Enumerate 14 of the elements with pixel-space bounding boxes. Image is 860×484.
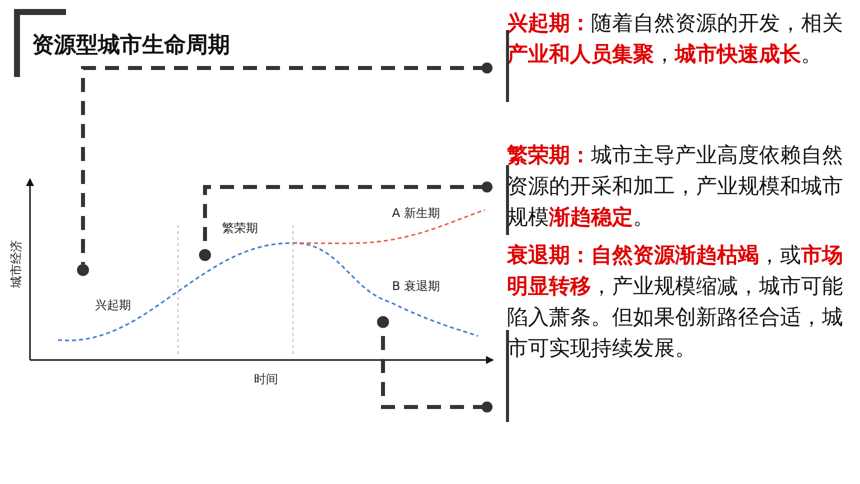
chart-label: 兴起期 <box>95 297 131 314</box>
axis-label: 城市经济 <box>8 240 24 288</box>
leader-dot <box>377 316 389 328</box>
chart-label: 繁荣期 <box>222 220 258 237</box>
chart-label: A 新生期 <box>392 205 440 222</box>
leader-dot <box>77 264 89 276</box>
text-paragraph: 兴起期：随着自然资源的开发，相关产业和人员集聚，城市快速成长。 <box>487 8 851 118</box>
text-paragraph: 繁荣期：城市主导产业高度依赖自然资源的开采和加工，产业规模和城市规模渐趋稳定。 <box>487 140 851 240</box>
title: 资源型城市生命周期 <box>32 32 230 60</box>
leader-dot <box>199 249 211 261</box>
leader-line <box>81 62 492 264</box>
text-paragraph: 衰退期：自然资源渐趋枯竭，或市场明显转移，产业规模缩减，城市可能陷入萧条。但如果创新路径合适，城市可实现持续发展。 <box>487 240 851 425</box>
chart-label: 时间 <box>254 371 278 388</box>
chart-label: B 衰退期 <box>392 278 440 295</box>
